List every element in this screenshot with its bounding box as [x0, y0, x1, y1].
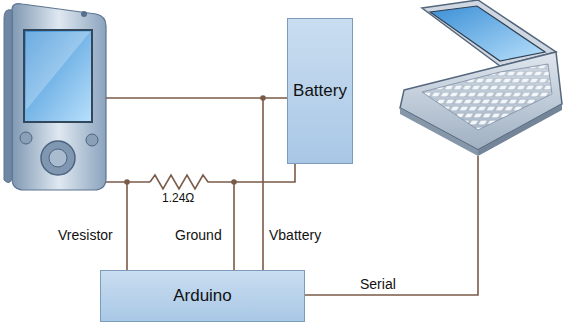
arduino-box: Arduino	[100, 270, 305, 322]
wire-connector	[263, 98, 287, 270]
resistor-value: 1.24Ω	[162, 192, 194, 205]
battery-box: Battery	[287, 18, 353, 164]
laptop	[400, 0, 562, 156]
link-label: Serial	[360, 277, 396, 292]
node-label: Arduino	[173, 286, 232, 306]
node-label: Battery	[293, 81, 347, 101]
pda-device	[4, 4, 106, 190]
junction-dots	[124, 95, 266, 185]
wire-connector	[234, 164, 295, 270]
signal-name: Vbattery	[269, 228, 321, 243]
signal-name: Ground	[175, 228, 222, 243]
signal-name: Vresistor	[58, 228, 113, 243]
